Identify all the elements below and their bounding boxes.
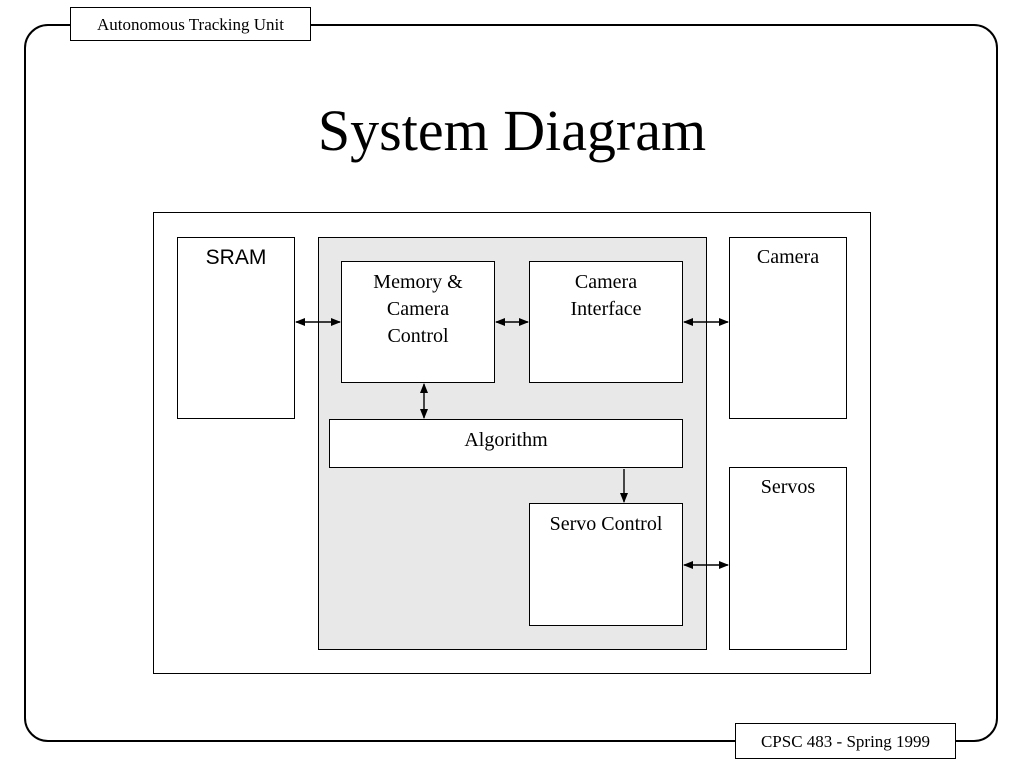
sram-label: SRAM [205,246,267,269]
memory-camera-control-block: Memory & Camera Control [341,261,495,383]
camera-block: Camera [729,237,847,419]
sram-block: SRAM [177,237,295,419]
memory-camera-control-label-line-2: Camera [386,298,450,320]
camera-interface-block: Camera Interface [529,261,683,383]
camera-label: Camera [756,246,820,268]
camera-interface-label-line-1: Camera [574,271,638,293]
memory-camera-control-label-line-1: Memory & [373,271,463,293]
servos-label: Servos [760,476,816,498]
memory-camera-control-label-line-3: Control [387,325,449,347]
servos-block: Servos [729,467,847,650]
camera-interface-label-line-2: Interface [570,298,642,320]
slide-title: System Diagram [317,98,707,163]
algorithm-block: Algorithm [329,419,683,468]
header-tag: Autonomous Tracking Unit [70,7,311,41]
footer-tag: CPSC 483 - Spring 1999 [735,723,956,759]
servo-control-label: Servo Control [549,513,663,535]
servo-control-block: Servo Control [529,503,683,626]
slide-frame [24,24,998,742]
algorithm-label: Algorithm [464,429,548,451]
